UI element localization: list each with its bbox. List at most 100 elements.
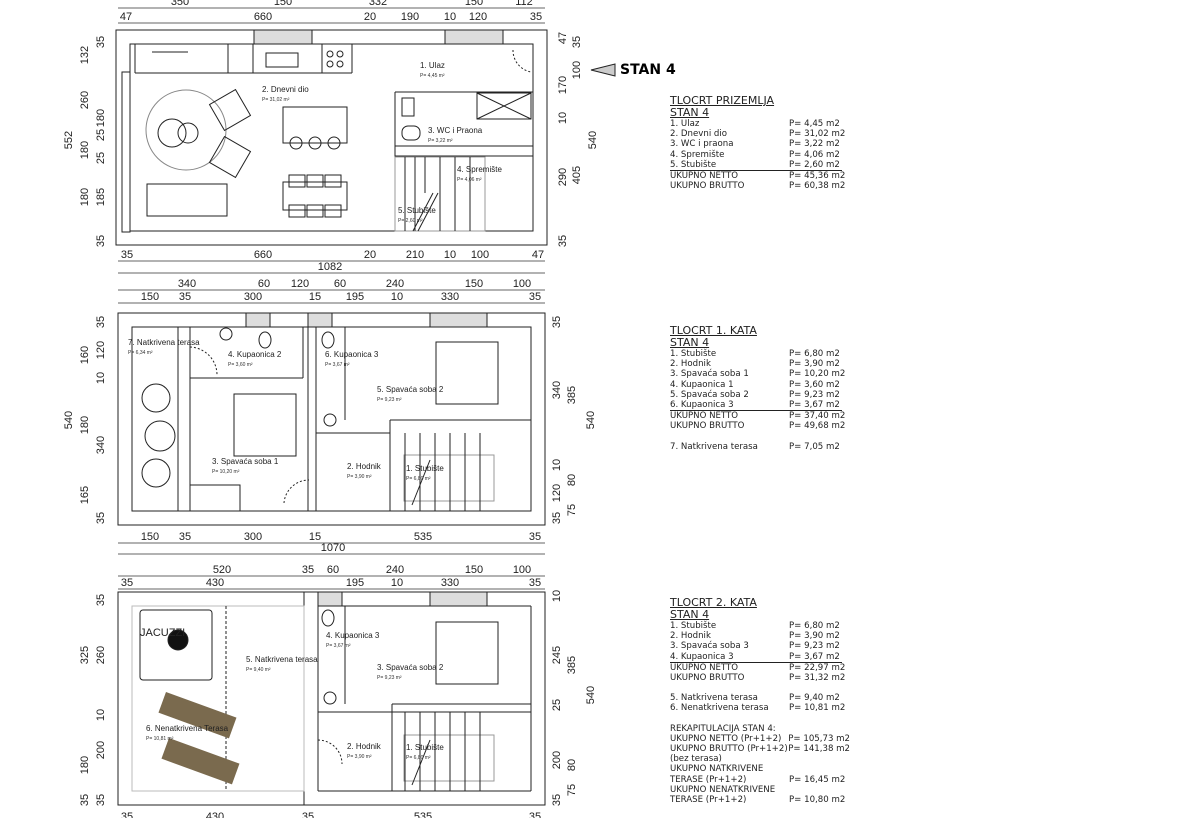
dimension-label: 535 (414, 811, 432, 818)
dimension-label: 10 (95, 372, 107, 384)
dimension-label: 405 (571, 166, 583, 184)
dimension-label: 35 (571, 36, 583, 48)
dimension-label: 35 (79, 794, 91, 806)
dimension-label: 1070 (321, 542, 345, 554)
room-area: P= 6,80 m2 (789, 621, 840, 631)
room-area-label: P= 10,20 m² (212, 469, 240, 475)
room-area-label: P= 3,67 m² (326, 643, 351, 649)
dimension-label: 35 (95, 794, 107, 806)
dimension-label: 47 (557, 32, 569, 44)
section-marker-label: STAN 4 (620, 62, 676, 78)
dimension-label: 25 (95, 129, 107, 141)
table-row: TERASE (Pr+1+2)P= 16,45 m2 (670, 775, 850, 785)
room-name: 5. Spavaća soba 2 (670, 389, 749, 400)
dimension-label: 10 (557, 112, 569, 124)
dimension-label: 330 (441, 291, 459, 303)
dimension-label: 150 (141, 531, 159, 543)
room-name: (bez terasa) (670, 754, 722, 765)
dimension-label: 60 (258, 278, 270, 290)
room-area: P= 9,23 m2 (789, 389, 840, 400)
dimension-label: 165 (79, 486, 91, 504)
room-area: P= 31,32 m2 (789, 673, 846, 684)
table-title: TLOCRT PRIZEMLJA (670, 94, 775, 107)
dimension-label: 75 (566, 504, 578, 516)
room-area: P= 10,20 m2 (789, 369, 846, 380)
sun-lounger-icon (158, 692, 240, 785)
dimension-label: 150 (465, 564, 483, 576)
dimension-label: 112 (515, 0, 533, 8)
room-name: 2. Hodnik (670, 631, 711, 642)
table-title: TLOCRT 2. KATA (670, 596, 757, 609)
room-label: 7. Natkrivena terasa (128, 338, 200, 347)
dimension-label: 35 (529, 577, 541, 589)
room-name: UKUPNO NETTO (670, 171, 739, 182)
room-area: P= 3,60 m2 (789, 379, 840, 390)
room-area: P= 141,38 m2 (788, 744, 850, 755)
dimension-label: 170 (557, 76, 569, 94)
dimension-label: 430 (206, 577, 224, 589)
dimension-label: 340 (551, 381, 563, 399)
room-area: P= 7,05 m2 (789, 441, 840, 452)
first-floor-plan (117, 312, 546, 526)
room-area-label: P= 3,90 m² (347, 474, 372, 480)
room-label: 3. Spavaća soba 1 (212, 457, 279, 466)
room-area: P= 3,67 m2 (789, 651, 840, 662)
dimension-label: 35 (121, 811, 133, 818)
room-area: P= 16,45 m2 (789, 774, 846, 785)
table-row: UKUPNO NENATKRIVENE (670, 785, 850, 795)
dimension-label: 35 (121, 249, 133, 261)
room-label: 4. Spremište (457, 165, 502, 174)
dimension-label: 185 (95, 188, 107, 206)
dimension-label: 200 (551, 751, 563, 769)
dimension-label: 160 (79, 346, 91, 364)
dimension-label: 540 (587, 131, 599, 149)
dimension-label: 35 (551, 316, 563, 328)
room-area: P= 4,06 m2 (789, 149, 840, 160)
room-name: 3. Spavaća soba 3 (670, 641, 749, 652)
room-area-label: P= 3,67 m² (325, 362, 350, 368)
dimension-label: 60 (327, 564, 339, 576)
second-floor-plan (117, 591, 546, 806)
room-area: P= 9,40 m2 (789, 693, 840, 704)
dimension-label: 35 (95, 512, 107, 524)
room-name: 5. Natkrivena terasa (670, 693, 758, 704)
dimension-label: 35 (529, 811, 541, 818)
dimension-label: 180 (79, 416, 91, 434)
dimension-label: 210 (406, 249, 424, 261)
dimension-label: 260 (79, 91, 91, 109)
room-area-label: P= 9,40 m² (246, 667, 271, 673)
table-title: TLOCRT 1. KATA (670, 324, 757, 337)
room-area-label: P= 9,23 m² (377, 675, 402, 681)
room-name: REKAPITULACIJA STAN 4: (670, 723, 776, 734)
dimension-label: 180 (79, 188, 91, 206)
dimension-label: 300 (244, 531, 262, 543)
room-area-label: P= 2,60 m² (398, 218, 423, 224)
room-area: P= 9,23 m2 (789, 641, 840, 652)
room-area: P= 3,67 m2 (789, 400, 840, 411)
room-name: 3. WC i praona (670, 139, 734, 150)
room-name: UKUPNO BRUTTO (Pr+1+2) (670, 744, 788, 755)
dimension-label: 540 (63, 411, 75, 429)
dimension-label: 47 (120, 11, 132, 23)
table-row: UKUPNO BRUTTO (Pr+1+2)P= 141,38 m2 (670, 744, 850, 754)
room-label: 2. Hodnik (347, 462, 382, 471)
dimension-label: 540 (585, 686, 597, 704)
dimension-label: 100 (513, 564, 531, 576)
room-area: P= 37,40 m2 (789, 411, 846, 422)
dimension-label: 290 (557, 168, 569, 186)
dimension-label: 195 (346, 291, 364, 303)
room-label: 6. Nenatkrivena Terasa (146, 724, 229, 733)
dimension-label: 535 (414, 531, 432, 543)
